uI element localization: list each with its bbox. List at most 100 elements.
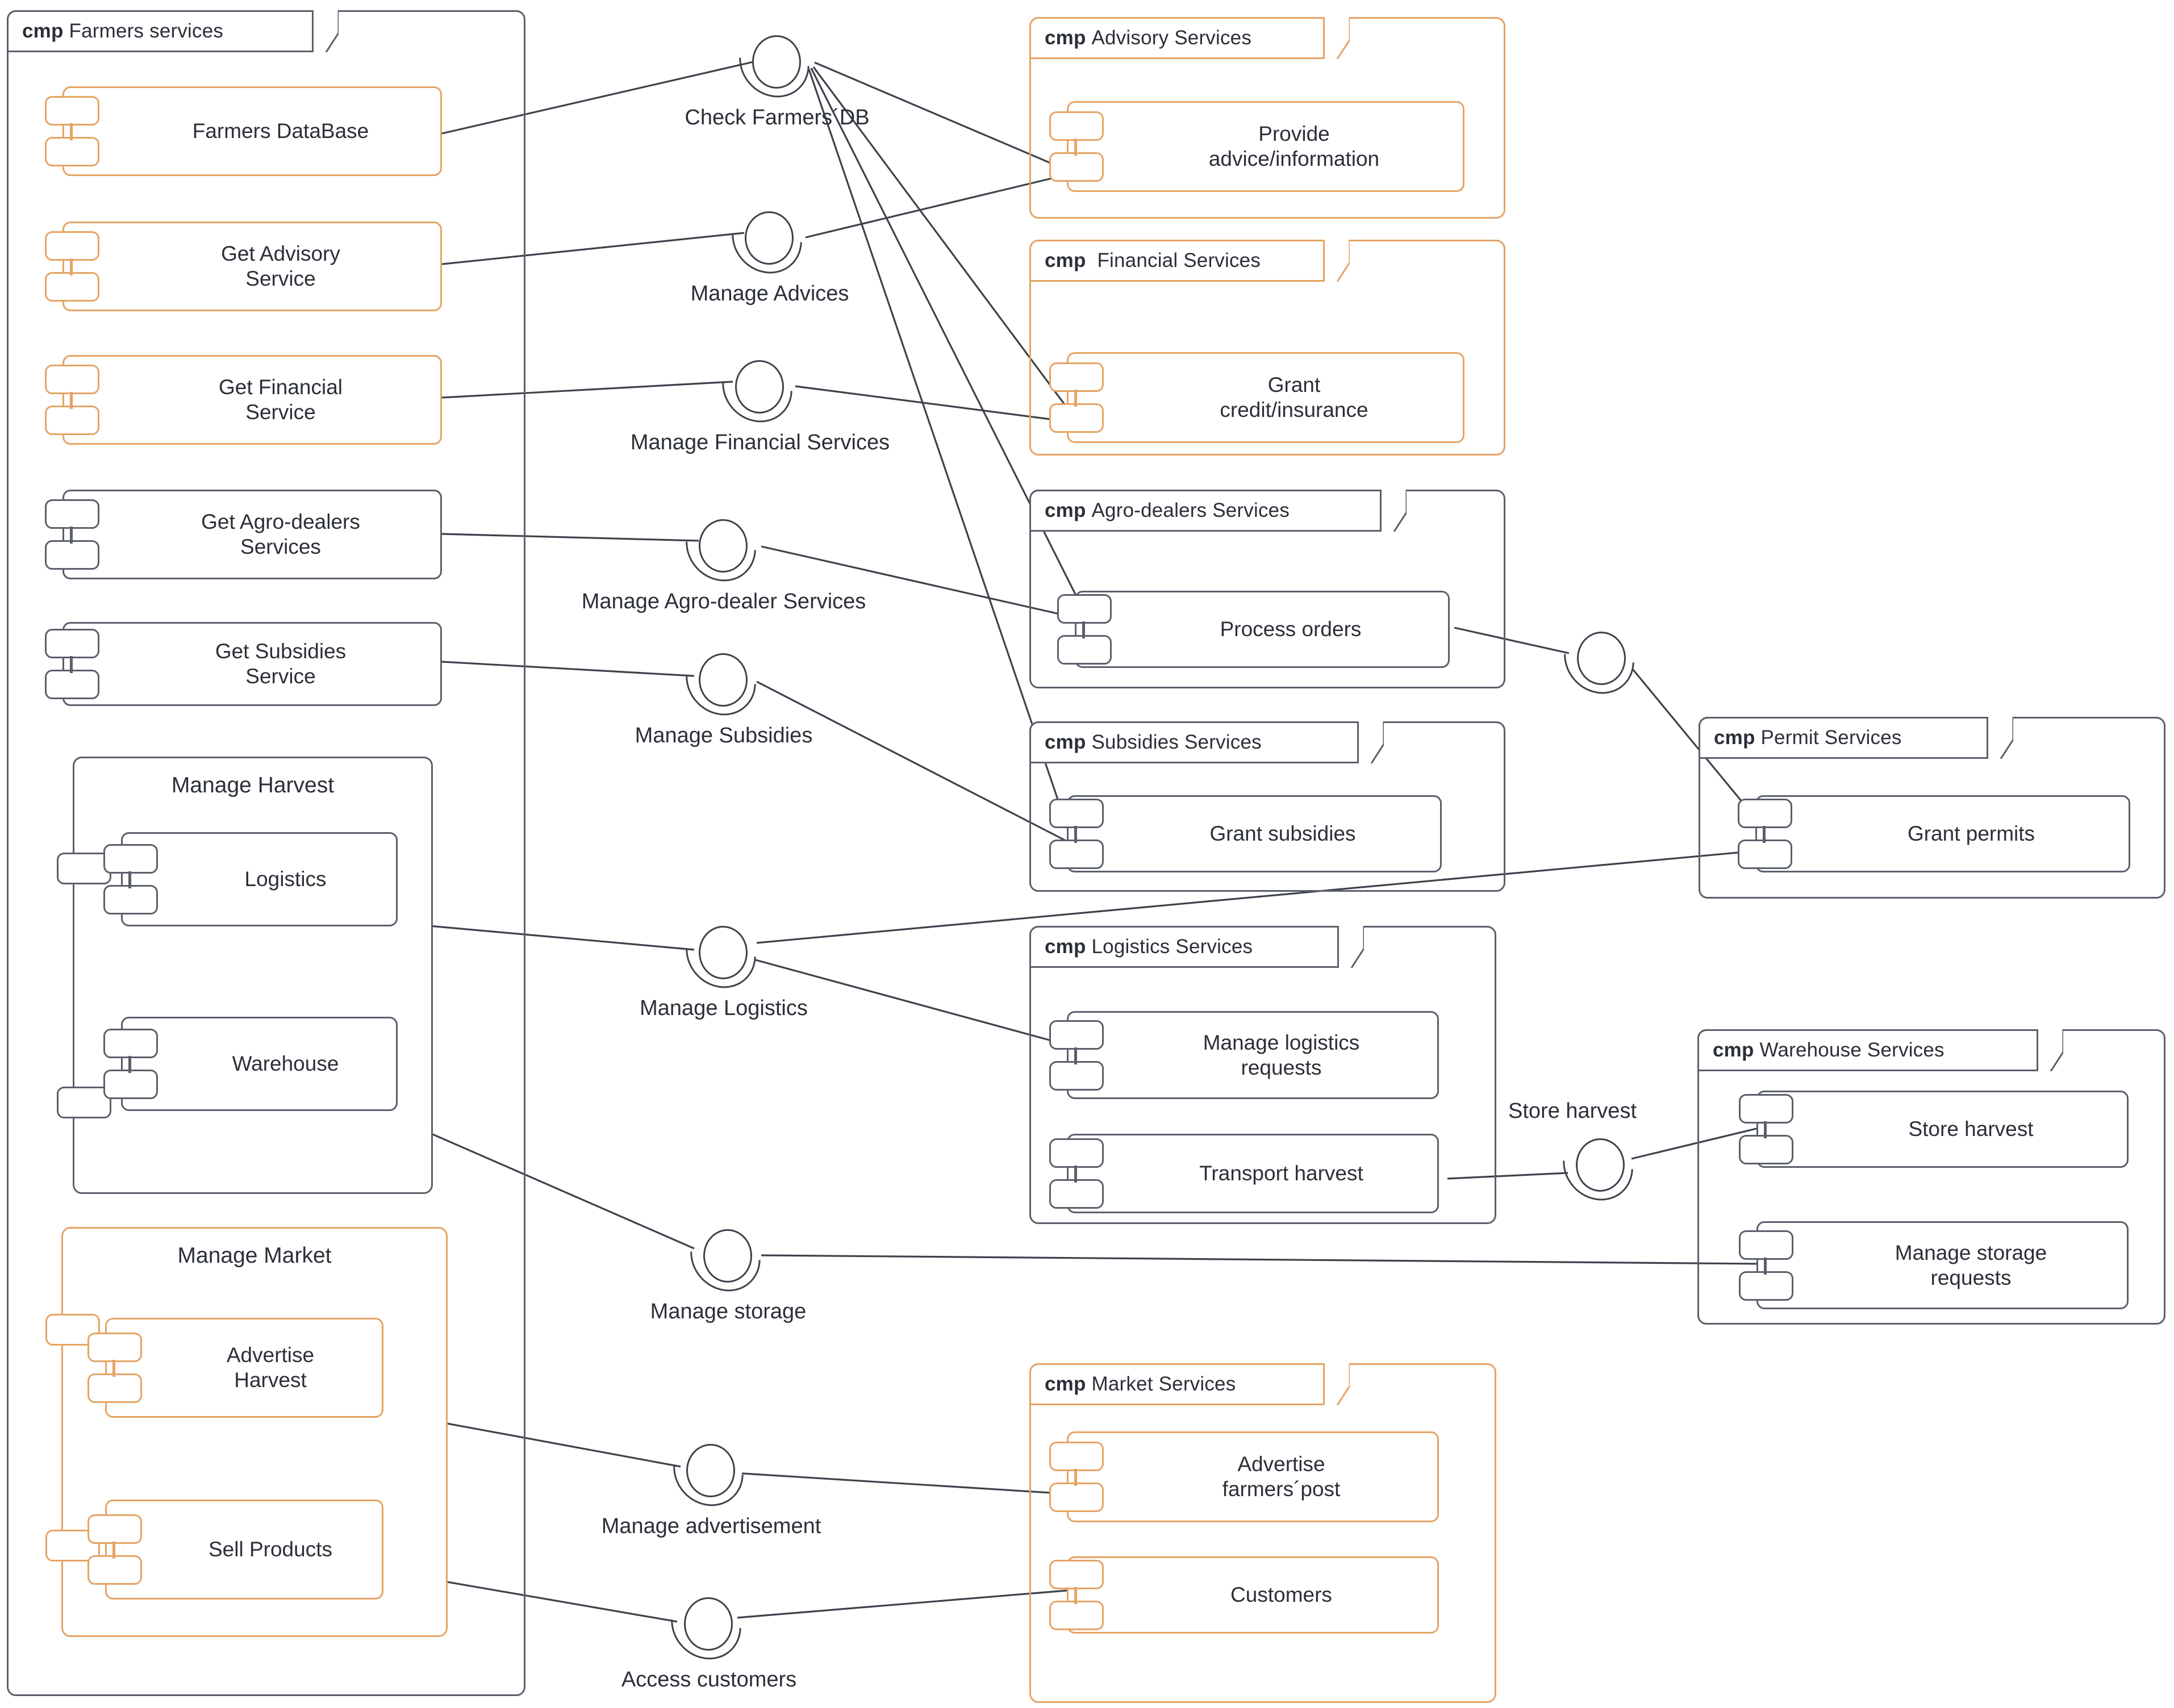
interface-manage-advertisement[interactable]: Manage advertisement [602,1421,821,1538]
component-plug-icon [45,96,99,166]
package-title-market-services: cmp Market Services [1045,1373,1236,1395]
interface-store-harvest[interactable] [1548,1115,1648,1215]
group-title-manage-market: Manage Market [177,1243,332,1268]
component-plug-icon [1049,1020,1104,1091]
component-plug-icon [87,1514,142,1585]
interface-check-farmers-db[interactable]: Check Farmers´DB [685,12,870,130]
ball-icon [684,1597,733,1651]
interface-label: Check Farmers´DB [685,106,870,130]
ball-icon [1576,1138,1625,1192]
package-tab-warehouse-services: cmp Warehouse Services [1697,1029,2038,1071]
package-subsidies-services[interactable]: cmp Subsidies Services [1029,721,1505,892]
tab-fold-icon [1325,17,1350,59]
component-store-harvest[interactable]: Store harvest [1739,1091,2129,1168]
ball-icon [752,35,801,89]
interface-label: Manage Financial Services [630,431,890,454]
interface-label: Manage Advices [690,282,849,306]
component-plug-icon [103,844,158,914]
ball-icon [686,1444,735,1497]
component-process-orders[interactable]: Process orders [1057,591,1450,668]
package-title-warehouse-services: cmp Warehouse Services [1713,1039,1945,1061]
interface-manage-subsidies[interactable]: Manage Subsidies [635,630,812,747]
interface-access-customers[interactable]: Access customers [621,1574,796,1692]
component-plug-icon [1049,1560,1104,1630]
component-plug-icon [45,231,99,302]
group-plug-icon-bottom [57,1087,111,1118]
interface-label: Manage advertisement [601,1514,821,1538]
package-tab-agro-dealers-services: cmp Agro-dealers Services [1029,490,1382,532]
component-transport-harvest[interactable]: Transport harvest [1049,1134,1439,1213]
component-plug-icon [1738,799,1792,869]
package-market-services[interactable]: cmp Market Services [1029,1363,1496,1703]
component-sell-products[interactable]: Sell Products [87,1500,383,1600]
component-plug-icon [1739,1094,1793,1164]
component-plug-icon [1049,111,1104,182]
package-title-logistics-services: cmp Logistics Services [1045,936,1253,958]
component-label: Process orders [1220,617,1362,641]
package-tab-financial-services: cmp Financial Services [1029,240,1325,282]
interface-permit-link[interactable] [1549,608,1649,708]
ball-icon [699,653,748,707]
interface-manage-storage[interactable]: Manage storage [650,1206,806,1323]
tab-fold-icon [1325,240,1350,282]
ball-icon [745,211,794,265]
component-plug-icon [87,1333,142,1403]
component-plug-icon [1049,1138,1104,1209]
ball-icon [699,519,748,573]
component-label: Transport harvest [1199,1162,1363,1185]
tab-fold-icon [1339,926,1364,968]
package-financial-services[interactable]: cmp Financial Services [1029,240,1505,456]
package-warehouse-services[interactable]: cmp Warehouse Services [1697,1029,2165,1325]
package-agro-dealers-services[interactable]: cmp Agro-dealers Services [1029,490,1505,688]
component-plug-icon [1049,1442,1104,1512]
component-grant-permits[interactable]: Grant permits [1738,795,2130,872]
tab-fold-icon [314,10,339,52]
component-label: Sell Products [208,1538,332,1561]
interface-manage-logistics[interactable]: Manage Logistics [640,903,808,1020]
interface-manage-financial-services[interactable]: Manage Financial Services [631,337,890,454]
tab-fold-icon [1382,490,1407,532]
component-label: Farmers DataBase [192,119,369,143]
tab-fold-icon [1988,717,2013,759]
component-grant-subsidies[interactable]: Grant subsidies [1049,795,1442,872]
group-plug-icon-top [57,853,111,884]
package-tab-permit-services: cmp Permit Services [1699,717,1988,759]
interface-manage-advices[interactable]: Manage Advices [691,188,849,306]
group-title-manage-harvest: Manage Harvest [171,773,335,797]
package-tab-advisory-services: cmp Advisory Services [1029,17,1325,59]
component-warehouse[interactable]: Warehouse [103,1017,398,1111]
package-title-farmers-services: cmp Farmers services [22,20,224,42]
component-manage-harvest[interactable]: Manage Harvest [57,757,433,1194]
package-title-subsidies-services: cmp Subsidies Services [1045,731,1262,753]
interface-manage-agro-dealer-services[interactable]: Manage Agro-dealer Services [582,496,866,613]
package-tab-market-services: cmp Market Services [1029,1363,1325,1405]
package-tab-farmers-services: cmp Farmers services [7,10,314,52]
tab-fold-icon [1325,1363,1350,1405]
tab-fold-icon [1359,721,1384,763]
package-logistics-services[interactable]: cmp Logistics Services [1029,926,1496,1224]
interface-label: Manage Subsidies [635,724,813,747]
component-logistics[interactable]: Logistics [103,832,398,926]
interface-label: Manage Agro-dealer Services [581,590,866,613]
component-label: Grant subsidies [1209,822,1356,846]
interface-label-store-harvest: Store harvest [1508,1099,1637,1123]
component-customers[interactable]: Customers [1049,1556,1439,1634]
component-plug-icon [1739,1230,1793,1301]
component-farmers-database[interactable]: Farmers DataBase [45,86,442,176]
